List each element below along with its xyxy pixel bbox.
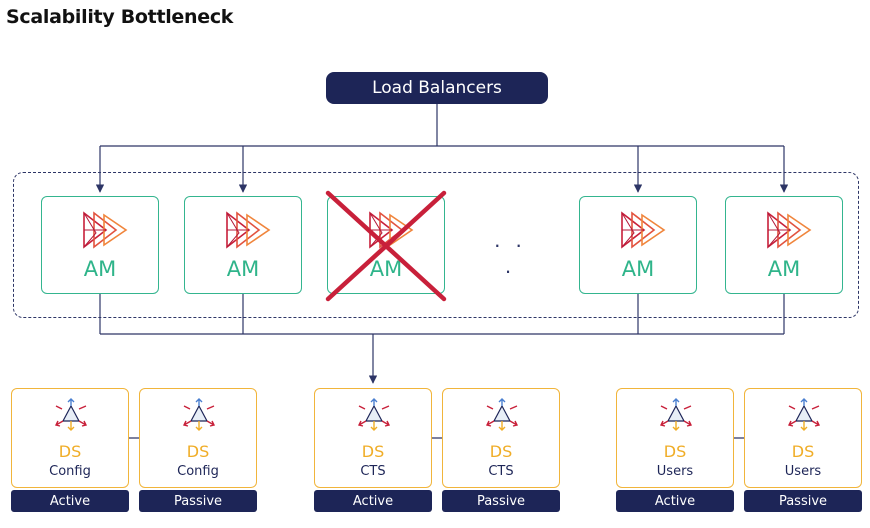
am-node-failed: AM <box>325 190 447 302</box>
am-logo-icon <box>767 211 812 249</box>
am-label: AM <box>369 257 403 281</box>
ds-icon <box>787 398 821 431</box>
am-label: AM <box>83 257 117 281</box>
lb-to-am-connectors <box>95 104 789 193</box>
status-badge-active: Active <box>314 490 432 512</box>
load-balancers-node: Load Balancers <box>326 72 548 104</box>
ds-role-label: Users <box>656 464 694 479</box>
am-node: AM <box>41 196 159 294</box>
ds-role-label: CTS <box>360 464 386 479</box>
am-node: AM <box>579 196 697 294</box>
more-nodes-ellipsis: · · · <box>493 232 527 283</box>
ds-icon <box>485 398 519 431</box>
ds-node-users-passive: DS Users <box>744 388 862 488</box>
status-badge-active: Active <box>11 490 129 512</box>
ds-node-cts-active: DS CTS <box>314 388 432 488</box>
ds-role-label: CTS <box>488 464 514 479</box>
status-badge-passive: Passive <box>442 490 560 512</box>
ds-node-config-active: DS Config <box>11 388 129 488</box>
ds-icon <box>54 398 88 431</box>
ds-label: DS <box>489 442 513 461</box>
am-node: AM <box>725 196 843 294</box>
am-label: AM <box>767 257 801 281</box>
status-badge-passive: Passive <box>139 490 257 512</box>
status-badge-passive: Passive <box>744 490 862 512</box>
ds-node-config-passive: DS Config <box>139 388 257 488</box>
ds-role-label: Config <box>177 464 219 479</box>
ds-icon <box>182 398 216 431</box>
ds-label: DS <box>791 442 815 461</box>
am-logo-icon <box>621 211 666 249</box>
am-cluster-boundary <box>13 172 859 318</box>
am-logo-icon <box>83 211 128 249</box>
page-title: Scalability Bottleneck <box>6 6 234 28</box>
ds-label: DS <box>663 442 687 461</box>
am-logo-icon <box>226 211 271 249</box>
am-label: AM <box>226 257 260 281</box>
am-node: AM <box>184 196 302 294</box>
ds-label: DS <box>186 442 210 461</box>
am-to-cts-connectors <box>99 294 785 384</box>
status-badge-active: Active <box>616 490 734 512</box>
failure-cross-icon <box>325 190 447 302</box>
am-label: AM <box>621 257 655 281</box>
ds-icon <box>659 398 693 431</box>
ds-label: DS <box>361 442 385 461</box>
ds-node-users-active: DS Users <box>616 388 734 488</box>
ds-icon <box>357 398 391 431</box>
ds-label: DS <box>58 442 82 461</box>
ds-role-label: Users <box>784 464 822 479</box>
ds-node-cts-passive: DS CTS <box>442 388 560 488</box>
ds-role-label: Config <box>49 464 91 479</box>
